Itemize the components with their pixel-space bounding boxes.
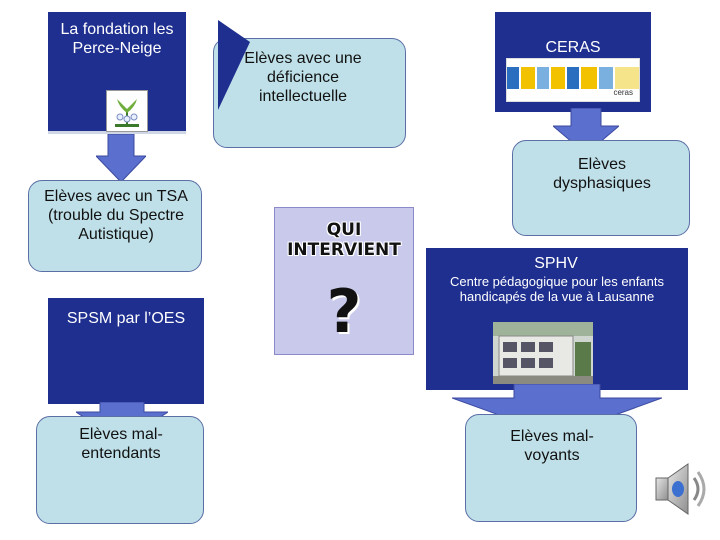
spsm-label: SPSM par l’OES — [66, 310, 186, 327]
tsa-box: Elèves avec un TSA (trouble du Spectre A… — [28, 180, 202, 272]
ceras-title: CERAS — [545, 39, 601, 56]
malvoyants-label: Elèves mal-voyants — [510, 428, 594, 464]
deficience-box: Elèves avec une déficience intellectuell… — [213, 38, 406, 148]
plant-logo-icon — [106, 90, 148, 132]
malvoyants-box: Elèves mal-voyants — [465, 414, 637, 522]
sphv-title: SPHV — [534, 255, 578, 272]
malentendants-box: Elèves mal-entendants — [36, 416, 204, 524]
qui-intervient-title: QUI INTERVIENT — [287, 220, 401, 260]
sphv-box: SPHV Centre pédagogique pour les enfants… — [426, 248, 688, 390]
deficience-label: Elèves avec une déficience intellectuell… — [244, 50, 362, 105]
ceras-logo: ceras — [506, 58, 640, 102]
qui-intervient-box: QUI INTERVIENT ? — [274, 207, 414, 355]
ceras-logo-text: ceras — [613, 88, 633, 97]
dysphasiques-box: Elèves dysphasiques — [512, 140, 690, 236]
fondation-box: La fondation les Perce-Neige — [48, 12, 186, 134]
tsa-label: Elèves avec un TSA (trouble du Spectre A… — [44, 188, 188, 243]
dysphasiques-label: Elèves dysphasiques — [553, 156, 651, 192]
sphv-subtitle: Centre pédagogique pour les enfants hand… — [450, 274, 664, 304]
arrow-fondation-down — [96, 134, 146, 183]
building-photo — [493, 322, 593, 384]
deficience-wedge — [218, 20, 250, 110]
question-mark: ? — [326, 277, 362, 347]
malentendants-label: Elèves mal-entendants — [79, 426, 163, 462]
spsm-box — [48, 298, 204, 404]
fondation-label: La fondation les Perce-Neige — [60, 21, 174, 57]
speaker-icon[interactable] — [650, 460, 708, 518]
